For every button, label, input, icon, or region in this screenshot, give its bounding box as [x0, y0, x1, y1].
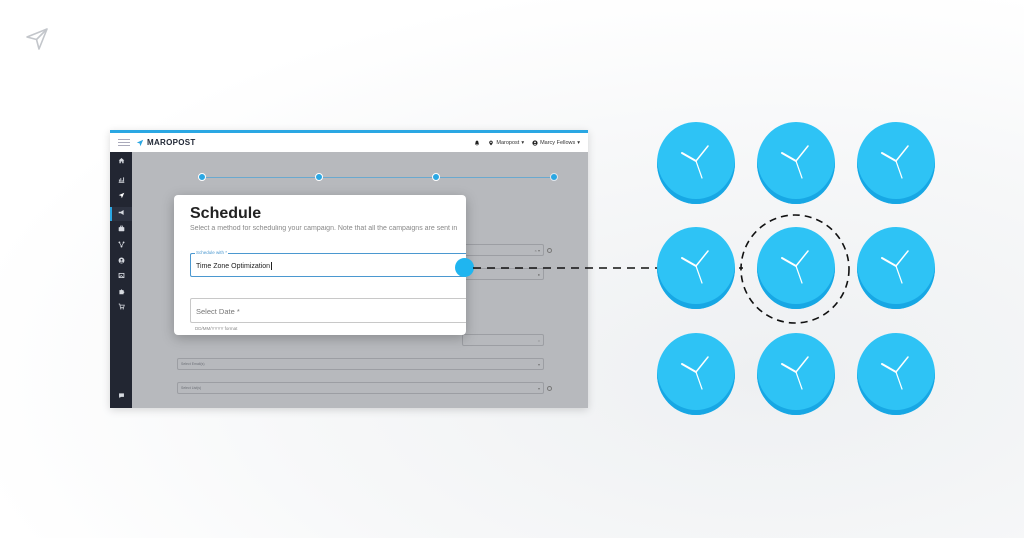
puzzle-icon[interactable]: [116, 286, 126, 296]
clock-icon: [757, 227, 835, 309]
date-format-hint: DD/MM/YYYY format: [195, 326, 238, 331]
step-4-current[interactable]: [550, 173, 558, 181]
modal-title: Schedule: [190, 205, 262, 222]
sidebar: [110, 152, 132, 408]
clock-icon: [857, 122, 935, 204]
home-icon[interactable]: [116, 155, 126, 165]
clock-icon: [657, 227, 735, 309]
schedule-with-value: Time Zone Optimization: [196, 262, 272, 270]
schedule-with-field[interactable]: Schedule with * Time Zone Optimization: [190, 250, 466, 277]
step-2-complete[interactable]: [315, 173, 323, 181]
bg-date-field[interactable]: ○: [462, 334, 544, 346]
chart-icon[interactable]: [116, 174, 126, 184]
step-3-complete[interactable]: [432, 173, 440, 181]
gallery-icon[interactable]: [116, 270, 126, 280]
bg-select-field[interactable]: × ▾: [462, 244, 544, 256]
brand-logo[interactable]: MAROPOST: [136, 138, 196, 147]
user-circle-icon[interactable]: [116, 255, 126, 265]
menu-icon[interactable]: [118, 139, 130, 146]
user-menu[interactable]: Marcy Fellows ▾: [532, 140, 580, 146]
chevron-down-icon: ▾: [521, 139, 525, 146]
chevron-down-icon: ▾: [537, 362, 540, 367]
select-list-field[interactable]: Select List(s) ▾: [177, 382, 544, 394]
info-icon: ●: [537, 272, 540, 277]
notifications-button[interactable]: [474, 140, 480, 146]
location-pin-icon: [489, 140, 494, 145]
schedule-with-label: Schedule with *: [195, 250, 229, 255]
sidebar-active-indicator: [110, 207, 132, 221]
info-icon: ○: [537, 338, 540, 343]
select-email-field[interactable]: Select Email(s) ▾: [177, 358, 544, 370]
chevron-down-icon: ▾: [577, 139, 580, 146]
connector-dot: [455, 258, 474, 277]
stepper-track: [202, 177, 557, 178]
select-date-field[interactable]: Select Date *: [190, 298, 466, 323]
schedule-modal: Schedule Select a method for scheduling …: [174, 195, 466, 335]
send-icon: [136, 139, 144, 146]
clock-icon: [857, 333, 935, 415]
account-switcher[interactable]: Maropost ▾: [488, 140, 524, 146]
clock-icon: [757, 333, 835, 415]
date-placeholder: Select Date *: [196, 307, 240, 316]
text-caret: [271, 262, 272, 270]
highlight-ring: [740, 214, 850, 324]
user-circle-icon: [532, 139, 538, 146]
step-1-complete[interactable]: [198, 173, 206, 181]
send-icon[interactable]: [116, 190, 126, 200]
clock-icon: [657, 333, 735, 415]
info-icon[interactable]: [547, 386, 552, 391]
clock-icon: [857, 227, 935, 309]
megaphone-icon[interactable]: [116, 207, 126, 217]
brand-name: MAROPOST: [147, 138, 196, 147]
chat-icon[interactable]: [116, 390, 126, 400]
top-bar: MAROPOST Maropost ▾ Marcy Fellows ▾: [110, 130, 588, 152]
bell-icon: [475, 140, 480, 146]
select-list-placeholder: Select List(s): [181, 386, 202, 390]
chevron-down-icon: ▾: [537, 386, 540, 391]
schedule-with-text: Time Zone Optimization: [196, 262, 271, 270]
account-name: Maropost: [496, 139, 520, 146]
clear-dropdown-icon: × ▾: [534, 248, 540, 253]
info-icon[interactable]: [547, 248, 552, 253]
modal-description: Select a method for scheduling your camp…: [190, 225, 458, 232]
select-email-placeholder: Select Email(s): [181, 362, 205, 366]
clock-icon: [657, 122, 735, 204]
workflow-icon[interactable]: [116, 239, 126, 249]
cart-icon[interactable]: [116, 301, 126, 311]
briefcase-icon[interactable]: [116, 223, 126, 233]
send-arrow-icon: [26, 28, 48, 50]
clock-icon: [757, 122, 835, 204]
user-name: Marcy Fellows: [540, 139, 576, 146]
